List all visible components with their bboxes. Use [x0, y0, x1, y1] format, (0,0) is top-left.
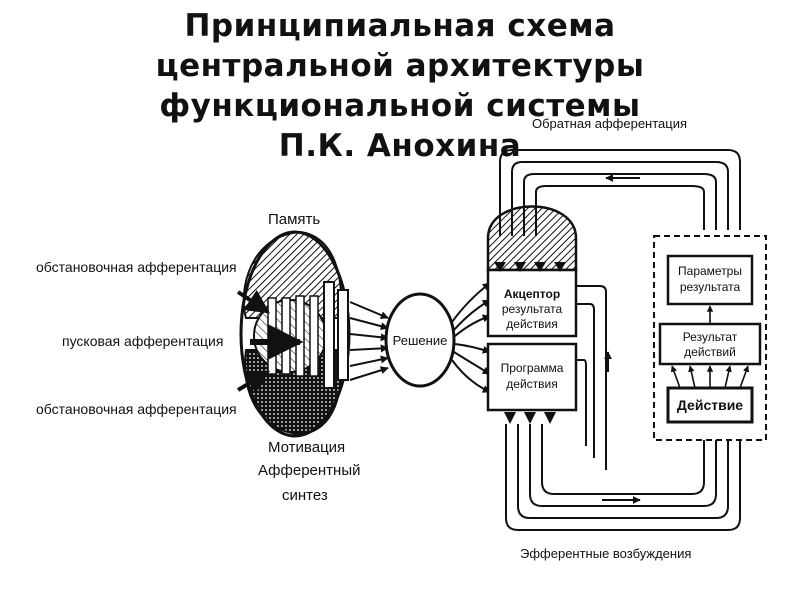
acceptor-label-3: действия [506, 317, 557, 331]
outer-bar-2 [337, 289, 349, 381]
acceptor-box [486, 268, 578, 338]
title-line-3: функциональной системы [159, 88, 641, 124]
inner-bar-4 [309, 295, 319, 377]
action-label: Действие [677, 397, 743, 413]
program-label-1: Программа [501, 361, 564, 375]
memory-label: Память [268, 211, 320, 228]
result-box [658, 322, 762, 366]
input-arrows [236, 290, 304, 394]
decision-fan-arrows [451, 282, 491, 393]
feedback-label: Обратная афферентация [532, 116, 687, 131]
right-block-arrows [670, 305, 750, 389]
program-output-triangles [504, 412, 556, 424]
title-line-4: П.К. Анохина [278, 128, 522, 164]
inner-bar-1 [267, 297, 277, 375]
params-label-1: Параметры [678, 264, 742, 278]
params-label-2: результата [680, 280, 741, 294]
efferent-label: Эфферентные возбуждения [520, 546, 691, 561]
inner-bar-2 [281, 297, 291, 375]
env-aff-bottom-label: обстановочная афферентация [36, 401, 237, 417]
env-aff-top-label: обстановочная афферентация [36, 259, 237, 275]
params-box [666, 254, 754, 306]
acceptor-label-1: Акцептор [504, 287, 560, 301]
title-line-1: Принципиальная схема [184, 8, 616, 44]
result-label-2: действий [684, 345, 736, 359]
afferent-synthesis-block [239, 230, 351, 438]
decision-node [384, 292, 456, 388]
synthesis-label: синтез [282, 487, 328, 504]
decision-label: Решение [393, 333, 448, 348]
env-aff-bottom-arrow [236, 370, 271, 394]
trigger-aff-label: пусковая афферентация [62, 333, 223, 349]
outer-bar-1 [323, 281, 335, 389]
acceptor-input-triangles [494, 262, 566, 272]
title-line-2: центральной архитектуры [155, 48, 645, 84]
result-label-1: Результат [683, 330, 738, 344]
side-loops [576, 285, 607, 470]
inner-bar-3 [295, 295, 305, 377]
motivation-label: Мотивация [268, 439, 345, 456]
acceptor-dome [486, 205, 578, 272]
feedback-loop [499, 149, 741, 236]
env-aff-top-arrow [236, 290, 270, 314]
synthesis-to-decision-arrows [349, 301, 389, 381]
afferent-label: Афферентный [258, 462, 360, 479]
program-box [486, 342, 578, 412]
program-label-2: действия [506, 377, 557, 391]
page-title: Принципиальная схема центральной архитек… [0, 6, 800, 166]
acceptor-label-2: результата [502, 302, 563, 316]
efferent-loop [505, 424, 741, 531]
